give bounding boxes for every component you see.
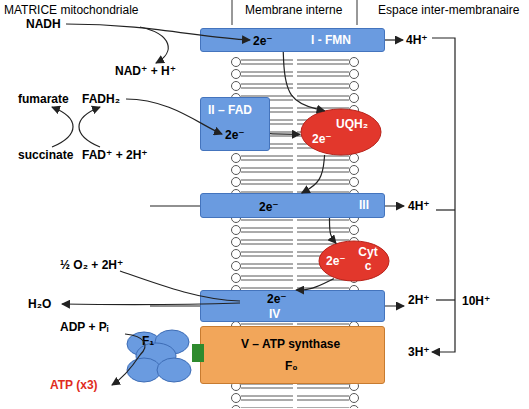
complex-box: II – FAD 2e⁻ — [200, 97, 270, 151]
complex-name: V – ATP synthase — [241, 337, 340, 351]
electron-arrow — [302, 155, 325, 193]
reaction-arrow — [62, 303, 240, 305]
product-label: ATP (x3) — [50, 378, 98, 392]
column-header: Espace inter-membranaire — [378, 3, 519, 17]
proton-count: 4H⁺ — [406, 33, 428, 47]
electron-arrow — [330, 218, 337, 243]
column-header: Membrane interne — [245, 3, 342, 17]
proton-count: 3H⁺ — [408, 345, 430, 359]
electron-pair: 2e⁻ — [253, 34, 273, 48]
carrier-ellipse: Cyt c 2e⁻ — [318, 240, 390, 282]
complex-name: I - FMN — [311, 33, 351, 47]
complex-box: I - FMN 2e⁻ — [200, 28, 385, 52]
proton-bracket — [432, 38, 455, 352]
reaction-arrow — [125, 334, 145, 355]
reaction-arrow — [52, 107, 73, 147]
atp-synthase-box: V – ATP synthaseF₀ — [200, 326, 385, 384]
carrier-name: UQH₂ — [336, 117, 368, 131]
carrier-name: Cyt c — [356, 245, 380, 273]
electron-arrow — [283, 52, 324, 111]
electron-pair: 2e⁻ — [259, 200, 279, 214]
carrier-ellipse: UQH₂ 2e⁻ — [300, 108, 382, 156]
stalk-connector — [192, 344, 204, 362]
subunit-name: F₁ — [142, 334, 154, 348]
proton-arrow — [385, 39, 403, 40]
reaction-arrow — [112, 355, 140, 385]
f1-head: F₁ — [126, 326, 196, 386]
complex-box: IV2e⁻ — [200, 290, 385, 322]
shape-part — [127, 358, 161, 382]
reaction-arrow — [120, 271, 240, 301]
cluster-outline — [126, 326, 196, 386]
electron-pair: 2e⁻ — [312, 132, 332, 146]
membrane-marker — [232, 0, 233, 25]
shape-part — [157, 358, 191, 382]
product-label: NAD⁺ + H⁺ — [115, 64, 176, 78]
shape-part — [319, 241, 389, 281]
column-header: MATRICE mitochondriale — [4, 3, 138, 17]
electron-arrow — [296, 279, 334, 290]
complex-box: III 2e⁻ — [200, 193, 385, 218]
reaction-arrow — [66, 24, 250, 40]
substrate-label: ADP + Pᵢ — [60, 320, 109, 334]
complex-name: II – FAD — [208, 103, 252, 117]
substrate-label: FADH₂ — [82, 92, 120, 106]
complex-name: III — [359, 198, 369, 212]
complex-name: IV — [269, 307, 280, 321]
proton-count: 10H⁺ — [462, 294, 490, 308]
shape-part — [301, 109, 381, 155]
electron-arrow — [270, 133, 300, 135]
substrate-label: ½ O₂ + 2H⁺ — [60, 258, 123, 272]
electron-flow — [270, 52, 336, 290]
membrane-marker — [357, 0, 358, 25]
electron-pair: 2e⁻ — [326, 254, 346, 268]
substrate-label: NADH — [26, 17, 61, 31]
proton-count: 4H⁺ — [408, 199, 430, 213]
electron-pair: 2e⁻ — [267, 292, 287, 306]
proton-bracket — [436, 209, 455, 210]
reaction-arrow — [126, 99, 222, 134]
electron-pair: 2e⁻ — [225, 128, 245, 142]
reaction-arrow — [79, 107, 100, 147]
proton-count: 2H⁺ — [408, 293, 430, 307]
proton-bracket — [436, 299, 455, 300]
product-label: H₂O — [28, 297, 51, 311]
substrate-label: succinate — [18, 148, 73, 162]
reaction-arrow — [140, 27, 168, 63]
subunit-name: F₀ — [285, 359, 298, 373]
product-label: FAD⁺ + 2H⁺ — [82, 148, 148, 162]
product-label: fumarate — [18, 92, 69, 106]
